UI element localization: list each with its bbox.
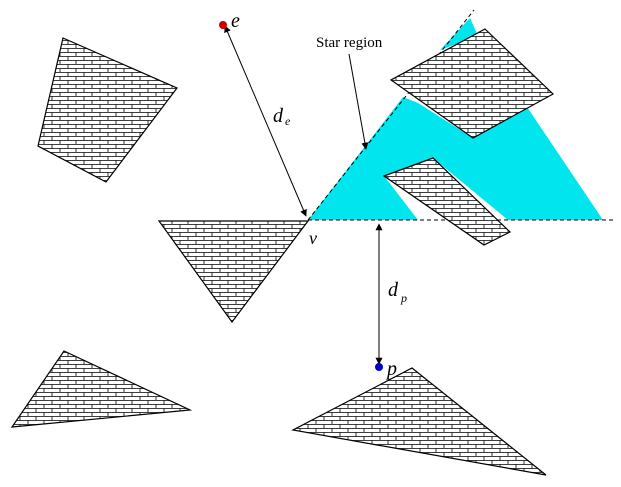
- visibility-ray-left: [307, 9, 475, 221]
- distance-arrow-de: [224, 25, 307, 217]
- star-region-top-sliver: [440, 18, 478, 50]
- label-v: v: [309, 228, 317, 248]
- point-p: [375, 363, 383, 371]
- obstacle-middle-bar: [382, 157, 512, 246]
- obstacle-top-right-quad: [389, 28, 555, 139]
- star-region-pointer: [348, 53, 369, 150]
- label-p: p: [385, 358, 397, 380]
- star-region-area: [308, 97, 603, 220]
- obstacle-inverted-triangle: [157, 220, 310, 324]
- obstacle-top-left-quad: [37, 37, 178, 183]
- obstacle-bottom-left-triangle: [10, 350, 193, 428]
- label-e: e: [231, 10, 240, 32]
- point-e: [219, 21, 227, 29]
- label-dp-sub: p: [400, 291, 407, 305]
- label-dp-main: d: [388, 279, 399, 301]
- label-de-main: d: [273, 105, 284, 127]
- obstacle-bottom-right-triangle: [291, 367, 547, 476]
- star-region-label: Star region: [316, 35, 383, 51]
- label-de-sub: e: [285, 114, 291, 128]
